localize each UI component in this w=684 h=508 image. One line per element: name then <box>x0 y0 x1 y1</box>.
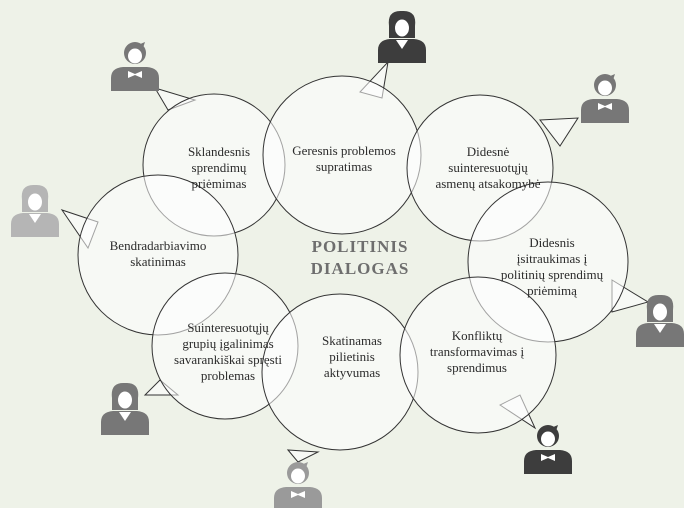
woman-icon <box>11 184 59 237</box>
bubble-label-didesnis: Didesnis įsitraukimas į politinių sprend… <box>500 235 604 298</box>
bubble-tail <box>286 449 320 463</box>
man-icon <box>524 425 572 474</box>
man-icon <box>111 42 159 91</box>
bubble-label-bendradarbiavimo: Bendradarbiavimo skatinimas <box>109 238 207 269</box>
woman-icon <box>101 382 149 435</box>
bubble-label-geresnis: Geresnis problemos supratimas <box>292 143 396 174</box>
people-layer <box>11 10 684 508</box>
woman-icon <box>378 10 426 63</box>
man-icon <box>274 462 322 508</box>
center-title: POLITINIS DIALOGAS <box>310 237 410 278</box>
woman-icon <box>636 294 684 347</box>
bubble-label-skatinamas: Skatinamas pilietinis aktyvumas <box>322 333 382 380</box>
bubble-tail <box>539 117 579 147</box>
bubble-label-konfliktu: Konfliktų transformavimas į sprendimus <box>429 328 525 375</box>
bubble <box>399 276 557 434</box>
bubble-label-suinteresuotuju: Suinteresuotųjų grupių įgalinimas savara… <box>174 320 282 383</box>
bubble-label-sklandesnis: Sklandesnis sprendimų priėmimas <box>187 144 251 191</box>
man-icon <box>581 74 629 123</box>
bubble-label-didesne: Didesnė suinteresuotųjų asmenų atsakomyb… <box>435 144 541 191</box>
